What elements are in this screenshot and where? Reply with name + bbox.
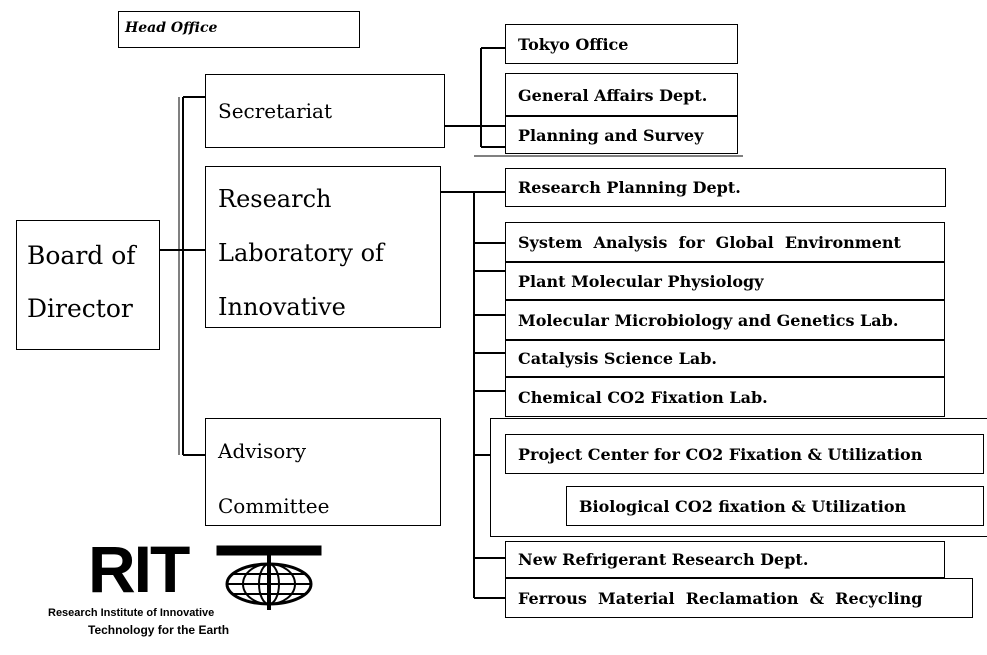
research-line-1: Research — [218, 185, 332, 213]
tokyo-office-box: Tokyo Office — [505, 24, 738, 64]
secretariat-label: Secretariat — [218, 99, 333, 123]
system-analysis-box: System Analysis for Global Environment — [505, 222, 945, 262]
research-line-3: Innovative — [218, 293, 346, 321]
chemical-co2-box: Chemical CO2 Fixation Lab. — [505, 377, 945, 417]
biological-co2-box: Biological CO2 fixation & Utilization — [566, 486, 984, 526]
research-line-2: Laboratory of — [218, 239, 384, 267]
chemical-co2-label: Chemical CO2 Fixation Lab. — [518, 388, 768, 407]
advisory-line-2: Committee — [218, 494, 330, 518]
ferrous-material-box: Ferrous Material Reclamation & Recycling — [505, 578, 973, 618]
logo-letters: RIT — [88, 532, 190, 606]
system-analysis-label: System Analysis for Global Environment — [518, 233, 901, 252]
research-planning-label: Research Planning Dept. — [518, 178, 741, 197]
research-laboratory-box: Research Laboratory of Innovative — [205, 166, 441, 328]
head-office-label: Head Office — [125, 20, 218, 36]
logo-line-1: Research Institute of Innovative — [48, 607, 215, 619]
board-line-2: Director — [27, 294, 133, 323]
biological-co2-label: Biological CO2 fixation & Utilization — [579, 497, 907, 516]
planning-survey-label: Planning and Survey — [518, 126, 704, 145]
rite-logo: RIT Research Institute of Innovative Tec… — [40, 536, 340, 653]
advisory-committee-box: Advisory Committee — [205, 418, 441, 526]
molecular-microbiology-box: Molecular Microbiology and Genetics Lab. — [505, 300, 945, 340]
secretariat-box: Secretariat — [205, 74, 445, 148]
new-refrigerant-label: New Refrigerant Research Dept. — [518, 550, 809, 569]
project-center-box: Project Center for CO2 Fixation & Utiliz… — [505, 434, 984, 474]
globe-icon — [216, 545, 322, 610]
catalysis-science-box: Catalysis Science Lab. — [505, 340, 945, 377]
advisory-line-1: Advisory — [218, 439, 307, 463]
project-center-label: Project Center for CO2 Fixation & Utiliz… — [518, 445, 923, 464]
molecular-microbiology-label: Molecular Microbiology and Genetics Lab. — [518, 311, 899, 330]
research-planning-box: Research Planning Dept. — [505, 168, 946, 207]
head-office-box: Head Office — [118, 11, 360, 48]
general-affairs-box: General Affairs Dept. — [505, 73, 738, 116]
ferrous-material-label: Ferrous Material Reclamation & Recycling — [518, 589, 923, 608]
planning-survey-box: Planning and Survey — [505, 116, 738, 154]
logo-line-2: Technology for the Earth — [88, 623, 230, 637]
plant-molecular-label: Plant Molecular Physiology — [518, 272, 764, 291]
general-affairs-label: General Affairs Dept. — [518, 86, 708, 105]
catalysis-science-label: Catalysis Science Lab. — [518, 349, 717, 368]
new-refrigerant-box: New Refrigerant Research Dept. — [505, 541, 945, 578]
board-of-director-box: Board of Director — [16, 220, 160, 350]
tokyo-office-label: Tokyo Office — [518, 35, 629, 54]
plant-molecular-box: Plant Molecular Physiology — [505, 262, 945, 300]
board-line-1: Board of — [27, 241, 136, 270]
